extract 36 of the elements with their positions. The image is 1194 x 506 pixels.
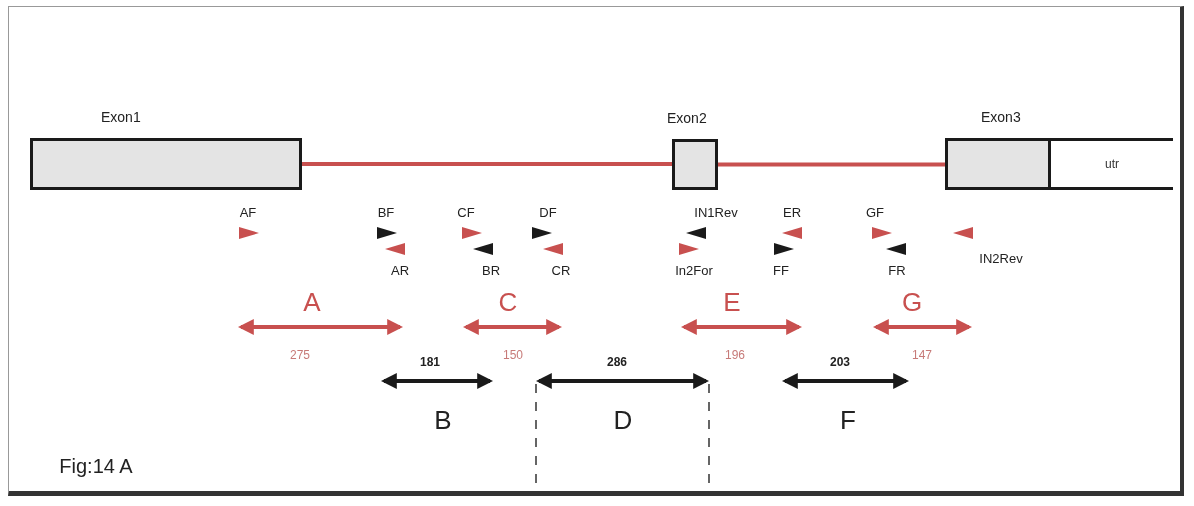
primer-name: CF	[457, 205, 475, 219]
primer-name: IN1Rev	[694, 205, 738, 219]
intron-line	[302, 162, 672, 166]
amplicon-letter: D	[613, 407, 633, 433]
amplicon-letter: F	[840, 407, 856, 433]
primer-name: BF	[377, 205, 395, 219]
primer-name: FR	[888, 263, 906, 277]
primer-name: AF	[239, 205, 257, 219]
amplicon-letter: B	[434, 407, 452, 433]
amplicon-size: 203	[830, 356, 850, 368]
amplicon-size: 147	[912, 349, 932, 361]
primer-name: CR	[551, 263, 571, 277]
primer-name: BR	[481, 263, 501, 277]
primer-name: FF	[773, 263, 789, 277]
amplicon-letter: G	[901, 289, 923, 315]
intron-line	[718, 162, 945, 167]
amplicon-letter: A	[303, 289, 321, 315]
exon-label: Exon1	[101, 108, 141, 127]
amplicon-size: 150	[503, 349, 523, 361]
amplicon-size: 275	[290, 349, 310, 361]
exon-label: Exon3	[981, 108, 1021, 127]
region-label: utr	[1105, 156, 1119, 173]
amplicon-letter: E	[723, 289, 741, 315]
primer-name: IN2Rev	[979, 251, 1023, 265]
utr-region	[1048, 141, 1173, 187]
primer-name: In2For	[675, 263, 713, 277]
primer-name: ER	[782, 205, 802, 219]
primer-name: AR	[390, 263, 410, 277]
amplicon-size: 196	[725, 349, 745, 361]
primer-name: DF	[539, 205, 557, 219]
primer-name: GF	[865, 205, 885, 219]
amplicon-letter: C	[498, 289, 518, 315]
amplicon-size: 286	[607, 356, 627, 368]
amplicon-size: 181	[420, 356, 440, 368]
exon-label: Exon2	[667, 109, 707, 128]
figure-label: Fig:14 A	[59, 456, 133, 476]
